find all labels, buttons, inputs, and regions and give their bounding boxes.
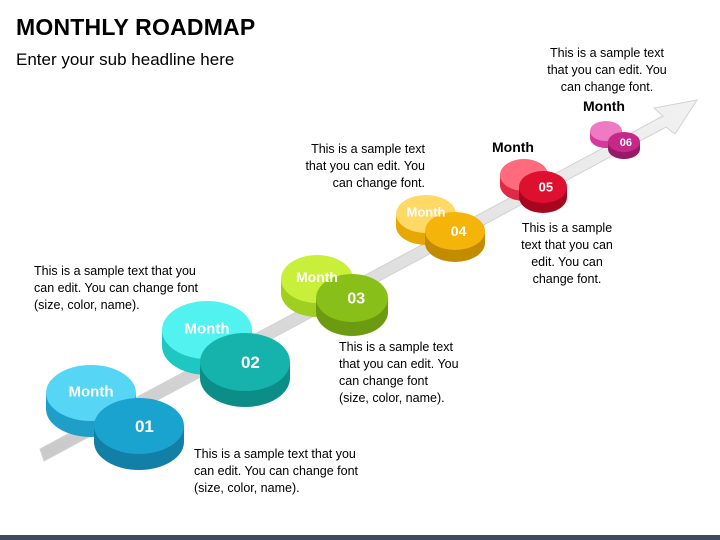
milestone-02-month-label: Month	[185, 320, 230, 337]
milestone-04-number-disc-top	[425, 212, 485, 250]
milestone-04-text: This is a sample text that you can edit.…	[305, 142, 425, 190]
milestone-05-number: 05	[539, 180, 553, 195]
milestone-02-number-disc	[200, 333, 290, 407]
milestone-03-number: 03	[347, 291, 365, 308]
milestone-04: 04 Month	[396, 195, 485, 262]
milestone-05-label: Month	[492, 139, 534, 155]
milestone-02-number: 02	[241, 353, 260, 372]
milestone-04-number: 04	[451, 223, 467, 239]
page-subtitle: Enter your sub headline here	[16, 50, 235, 69]
milestone-03-number-disc-top	[316, 274, 388, 322]
milestone-02-number-disc-top	[200, 333, 290, 391]
milestone-01-number-disc-top	[94, 398, 184, 454]
milestone-03: 03 Month	[281, 255, 388, 336]
milestone-02-text: This is a sample text that you can edit.…	[34, 264, 199, 312]
milestone-01-text: This is a sample text that you can edit.…	[194, 447, 359, 495]
milestone-02: 02 Month	[162, 301, 290, 407]
milestone-01-number-disc	[94, 398, 184, 470]
milestone-03-number-disc	[316, 274, 388, 336]
milestone-05-text: This is a sample text that you can edit.…	[521, 221, 613, 286]
milestone-06-number: 06	[620, 137, 632, 149]
footer-bar	[0, 535, 720, 540]
milestone-01-number: 01	[135, 417, 154, 436]
page-title: MONTHLY ROADMAP	[16, 14, 256, 40]
milestone-05-number-disc	[519, 171, 567, 213]
milestone-03-month-label: Month	[296, 269, 338, 285]
milestone-05: 05	[500, 159, 567, 213]
milestone-05-number-disc-top	[519, 171, 567, 203]
milestone-06-text: This is a sample text that you can edit.…	[547, 46, 667, 94]
milestone-01-month-label: Month	[69, 383, 114, 400]
milestone-01: 01 Month	[46, 365, 184, 470]
milestone-06: 06	[590, 121, 640, 159]
milestone-03-text: This is a sample text that you can edit.…	[339, 340, 459, 405]
milestone-06-label: Month	[583, 98, 625, 114]
milestone-06-number-disc	[608, 132, 640, 159]
milestone-04-number-disc	[425, 212, 485, 262]
milestone-04-month-label: Month	[407, 205, 446, 220]
milestone-06-number-disc-top	[608, 132, 640, 152]
